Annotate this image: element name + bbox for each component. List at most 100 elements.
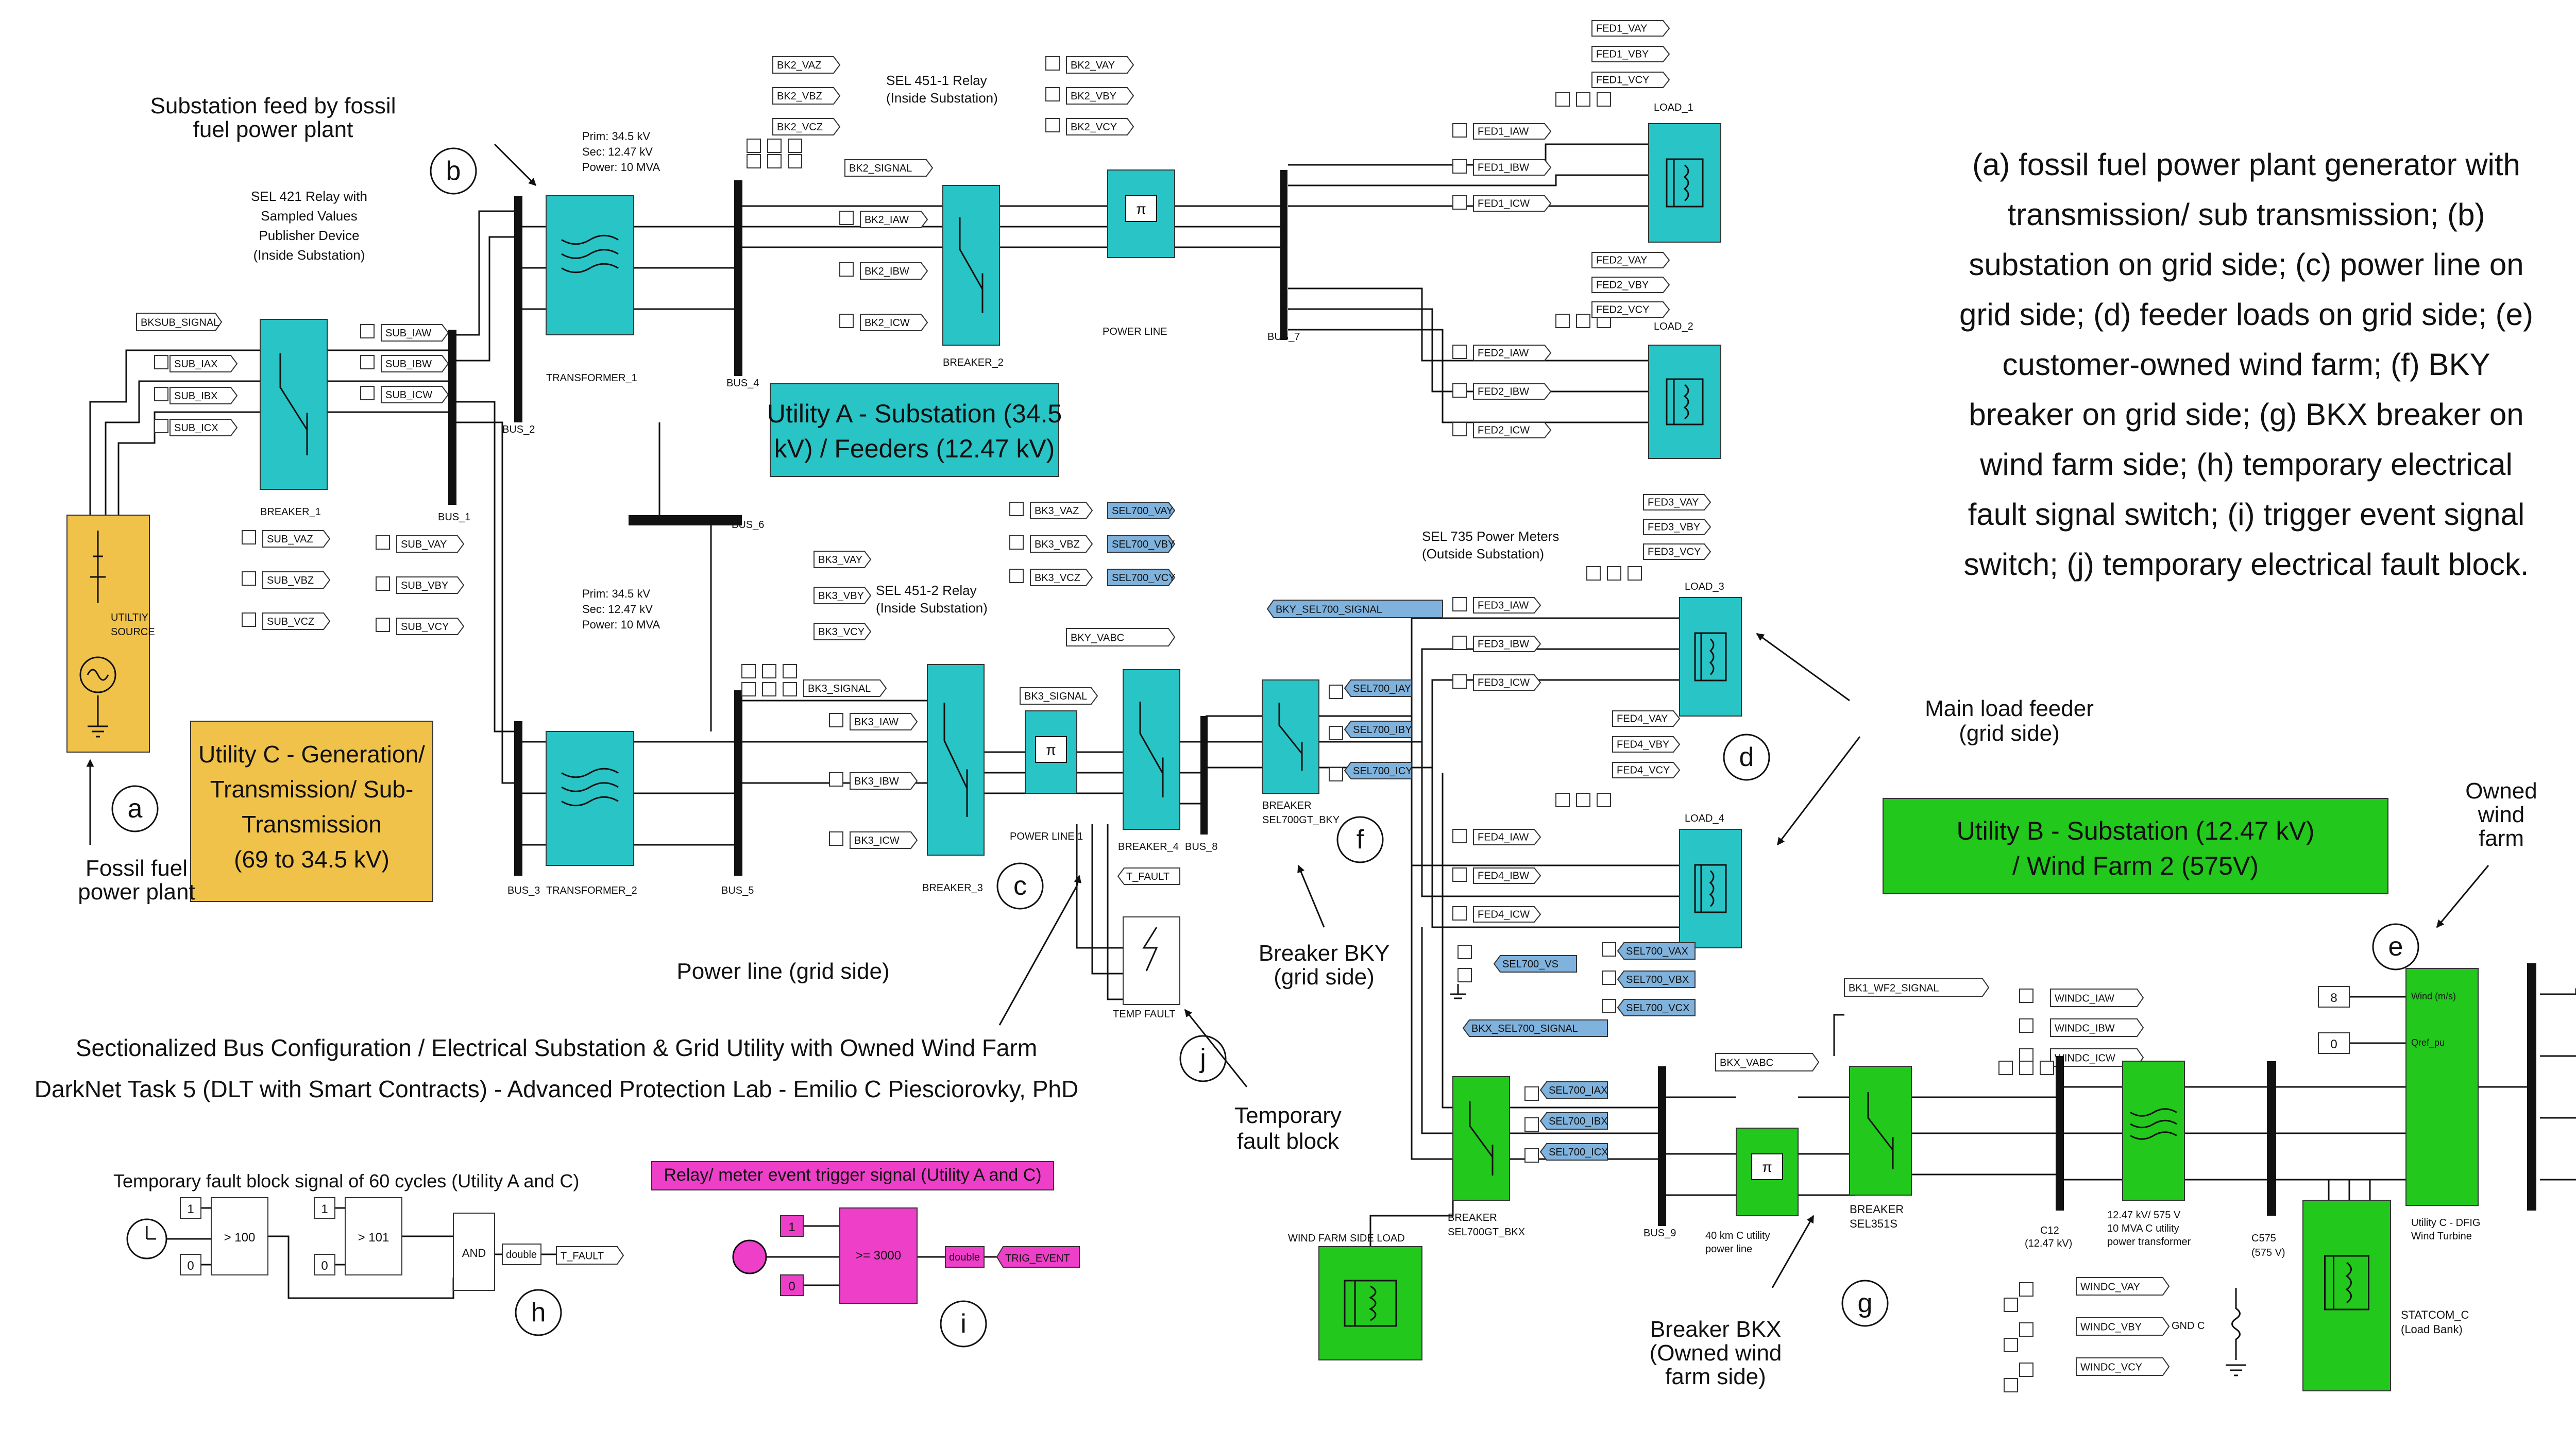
sub-vy-tag-shape (396, 535, 465, 553)
main-load-feeder-callout: Main load feeder (1925, 696, 2094, 721)
transformer-1-rating: Power: 10 MVA (582, 161, 660, 174)
load-2-block (1648, 345, 1721, 459)
ground-icon (88, 695, 108, 738)
dfig-label: Utility C - DFIG (2411, 1217, 2480, 1229)
measurement-block (2019, 1061, 2033, 1075)
bk2-v-tag-shape (1066, 56, 1134, 74)
sub-iw-tag-shape (381, 324, 449, 342)
temp-fault-label: TEMP FAULT (1113, 1009, 1176, 1020)
owned-wind-farm-callout: wind (2478, 802, 2525, 827)
measurement-block (1628, 566, 1642, 581)
utility-c-text: (69 to 34.5 kV) (234, 846, 389, 873)
measurement-block (1524, 1148, 1539, 1163)
bk3-i-tag: BK3_IAW (854, 717, 899, 728)
bk2-i-tag-shape (860, 211, 928, 228)
annotation-circle (515, 1289, 562, 1336)
transformer-2-rating: Sec: 12.47 kV (582, 603, 653, 616)
bk2-i-tag: BK2_ICW (865, 317, 910, 329)
fed4-i-tag: FED4_ICW (1478, 909, 1530, 921)
breaker-1-block (260, 319, 328, 490)
sel700-i-tag: SEL700_IAY (1353, 683, 1411, 694)
wf-transformer-block (2122, 1061, 2185, 1201)
fed4-i-tag-shape (1473, 829, 1541, 845)
sel700-vx-tag-shape (1617, 942, 1696, 960)
windc-i-tag: WINDC_IAW (2055, 993, 2114, 1004)
fed3-i-tag-shape (1473, 636, 1541, 652)
bk3-vz-tag: BK3_VAZ (1035, 505, 1079, 517)
bk2-i-tag-shape (860, 262, 928, 280)
fed2-i-tag: FED2_IAW (1478, 348, 1529, 359)
sub-i-tag: SUB_IBX (174, 390, 217, 402)
transformer-2-rating: Prim: 34.5 kV (582, 587, 650, 600)
load-1-label: LOAD_1 (1654, 102, 1693, 113)
measurement-block (1045, 118, 1060, 132)
callout-line (998, 886, 1078, 1026)
measurement-block (1586, 566, 1601, 581)
sub-vz-tag-shape (262, 612, 331, 630)
bus-bar (514, 721, 522, 876)
bk3-signal-tag-2: BK3_SIGNAL (1024, 691, 1087, 702)
bk1-wf2-signal-tag-shape (1844, 978, 1990, 997)
callout-arrow (1297, 864, 1325, 928)
bk2-vz-tag: BK2_VAZ (777, 60, 821, 71)
wf-transformer-label: power transformer (2107, 1236, 2191, 1248)
t-fault-out-tag: T_FAULT (561, 1250, 604, 1262)
statcom-block (2302, 1200, 2391, 1391)
wire (117, 411, 268, 515)
legend-line: grid side; (d) feeder loads on grid side… (1959, 297, 2533, 332)
qref-constant (2318, 1032, 2350, 1054)
double-label: double (506, 1249, 537, 1261)
dfig-turbine-block (2405, 968, 2479, 1206)
utility-a-box (770, 383, 1059, 477)
callout-arrow (1771, 1215, 1815, 1288)
breaker-bky-label: BREAKER (1262, 800, 1312, 811)
owned-wind-farm-callout: Owned (2465, 778, 2537, 804)
fed2-v-tag: FED2_VBY (1596, 280, 1649, 291)
fed1-i-tag-shape (1473, 195, 1552, 212)
measurement-block (1452, 906, 1467, 921)
switch-icon (943, 703, 968, 817)
pi-section-icon (1751, 1153, 1783, 1180)
bus-bar (1658, 1066, 1666, 1226)
measurement-block (2019, 1363, 2033, 1377)
fed3-v-tag: FED3_VAY (1648, 497, 1699, 508)
utility-source-box (66, 515, 150, 753)
windc-i-tag-shape (2050, 1018, 2144, 1037)
measurement-block (1998, 1061, 2013, 1075)
sel451-2-label: SEL 451-2 Relay (876, 583, 977, 598)
bus-label: BUS_6 (732, 519, 764, 531)
wf-transformer-label: 12.47 kV/ 575 V (2107, 1210, 2181, 1221)
measurement-block (1524, 1117, 1539, 1132)
annotation-circle (2372, 923, 2419, 971)
measurement-block (1009, 569, 1024, 583)
power-line-callout: Power line (grid side) (676, 959, 889, 984)
sel451-1-label: SEL 451-1 Relay (886, 73, 987, 88)
bk2-v-tag: BK2_VBY (1071, 91, 1116, 102)
sel421-label: Publisher Device (259, 228, 359, 243)
transformer-1-rating: Prim: 34.5 kV (582, 130, 650, 143)
breaker-bkx-label: BREAKER (1448, 1212, 1497, 1223)
fed4-v-tag-shape (1612, 736, 1681, 753)
bk3-i-tag-shape (850, 831, 918, 849)
fed1-v-tag: FED1_VCY (1596, 75, 1649, 86)
const0-block (314, 1254, 335, 1275)
windc-i-tag: WINDC_ICW (2055, 1052, 2115, 1064)
measurement-block (788, 154, 802, 168)
bk3-i-tag: BK3_IBW (854, 776, 899, 787)
measurement-block (839, 211, 854, 225)
measurement-block (2019, 989, 2033, 1003)
windc-v-tag: WINDC_VBY (2080, 1321, 2142, 1333)
measurement-block (1555, 92, 1570, 107)
sub-i-tag-shape (170, 387, 238, 404)
wind-farm-load-block (1318, 1246, 1422, 1360)
sel700-ix-tag-shape (1539, 1081, 1608, 1099)
measurement-block (741, 682, 756, 696)
wind-farm-load-label: WIND FARM SIDE LOAD (1288, 1233, 1405, 1244)
transformer-1-rating: Sec: 12.47 kV (582, 145, 653, 158)
bus-label: BUS_7 (1267, 331, 1300, 343)
bus-bar (1280, 170, 1287, 340)
sub-vy-tag: SUB_VBY (401, 580, 448, 591)
bus-bar (514, 196, 522, 422)
sel421-label: Sampled Values (261, 208, 357, 224)
rlc-load-icon (1666, 378, 1704, 425)
